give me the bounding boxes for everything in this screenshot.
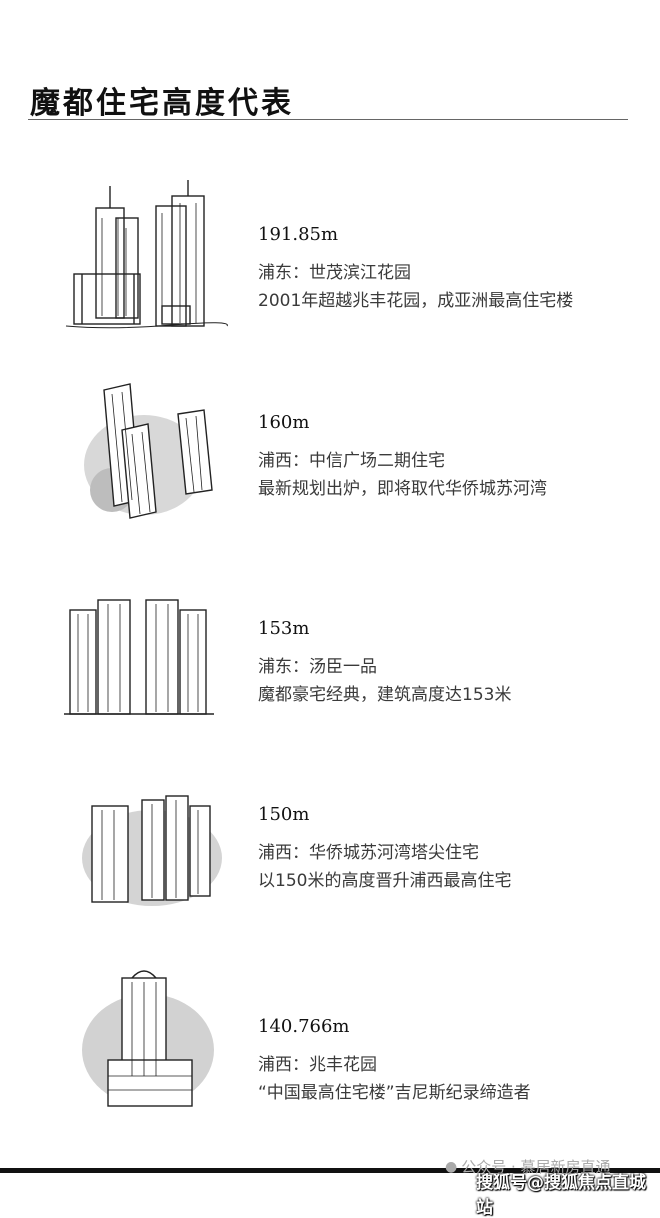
entry-item: 140.766m 浦西：兆丰花园 “中国最高住宅楼”吉尼斯纪录缔造者 [0,950,660,1130]
wechat-icon: ● [445,1158,458,1175]
note-text: 魔都豪宅经典，建筑高度达153米 [258,685,512,705]
watermark-official-account: ● 公众号 · 慕居新房直通 [445,1158,611,1176]
watermark-sohu: 搜狐号@搜狐焦点直城站 [476,1173,646,1218]
entry-item: 150m 浦西：华侨城苏河湾塔尖住宅 以150米的高度晋升浦西最高住宅 [0,748,660,928]
height-value: 140.766m [258,1016,350,1037]
entry-item: 153m 浦东：汤臣一品 魔都豪宅经典，建筑高度达153米 [0,556,660,736]
building-illustration [52,370,237,540]
height-value: 153m [258,618,310,639]
title-divider [28,119,628,120]
bottom-divider [0,1168,660,1173]
note-text: 以150米的高度晋升浦西最高住宅 [258,871,512,891]
note-text: 2001年超越兆丰花园，成亚洲最高住宅楼 [258,291,574,311]
entry-item: 191.85m 浦东：世茂滨江花园 2001年超越兆丰花园，成亚洲最高住宅楼 [0,178,660,358]
location-text: 浦西：华侨城苏河湾塔尖住宅 [258,843,479,863]
building-illustration [52,950,237,1120]
location-text: 浦东：汤臣一品 [258,657,377,677]
building-illustration [52,178,237,348]
location-text: 浦西：中信广场二期住宅 [258,451,445,471]
height-value: 150m [258,804,310,825]
note-text: 最新规划出炉，即将取代华侨城苏河湾 [258,479,547,499]
location-text: 浦西：兆丰花园 [258,1055,377,1075]
note-text: “中国最高住宅楼”吉尼斯纪录缔造者 [258,1083,531,1103]
page-title: 魔都住宅高度代表 [30,86,294,121]
building-illustration [52,556,237,726]
location-text: 浦东：世茂滨江花园 [258,263,411,283]
building-illustration [52,748,237,918]
height-value: 191.85m [258,224,339,245]
height-value: 160m [258,412,310,433]
entry-item: 160m 浦西：中信广场二期住宅 最新规划出炉，即将取代华侨城苏河湾 [0,370,660,550]
